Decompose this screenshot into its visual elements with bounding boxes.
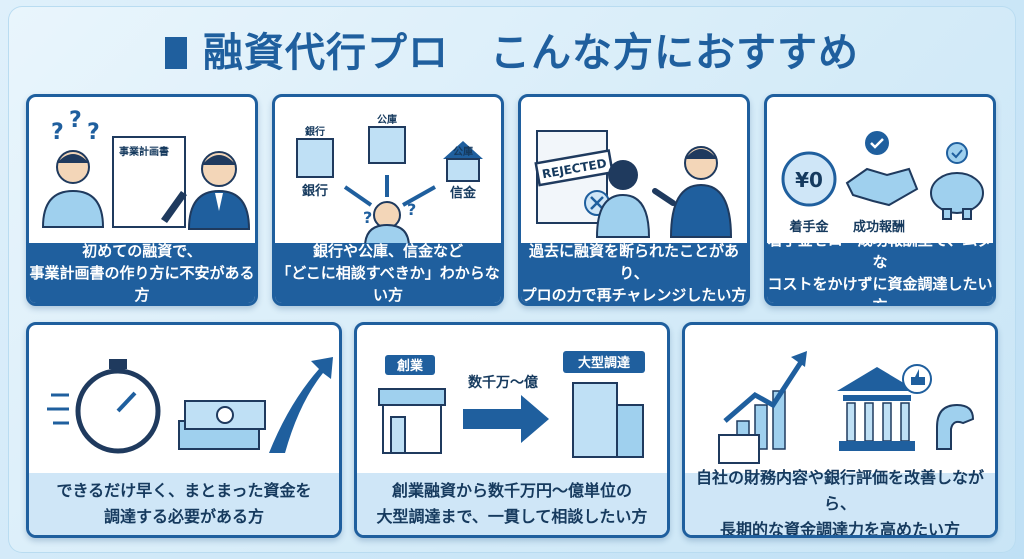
checkmark-icon xyxy=(946,142,968,164)
svg-text:¥0: ¥0 xyxy=(795,168,823,192)
yen-coin-icon: ¥0 着手金 xyxy=(781,151,837,235)
svg-text:大型調達: 大型調達 xyxy=(578,355,630,371)
page-title: 融資代行プロ こんな方におすすめ xyxy=(0,20,1024,78)
advisor-person-icon xyxy=(652,146,733,238)
startup-shop-icon: 創業 xyxy=(378,355,446,454)
thumbs-up-icon xyxy=(902,364,932,394)
amount-label: 数千万〜億 xyxy=(468,374,538,391)
stopwatch-icon xyxy=(75,359,161,454)
right-arrow-icon xyxy=(463,395,549,443)
document-label: 事業計画書 xyxy=(119,145,169,158)
svg-text:公庫: 公庫 xyxy=(377,113,397,126)
bank-building-icon xyxy=(837,367,917,451)
svg-text:銀行: 銀行 xyxy=(302,183,328,199)
piggy-bank-icon xyxy=(930,172,984,220)
card-large-funding: 創業 数千万〜億 大型調達 創業融資から数千万円〜億単位の 大型調達まで、一貫し… xyxy=(354,322,670,538)
arrow-icon xyxy=(343,175,436,207)
card-long-term: 自社の財務内容や銀行評価を改善しながら、 長期的な資金調達力を高めたい方 xyxy=(682,322,998,538)
shinkin-building-icon: 公庫 信金 xyxy=(443,141,483,201)
speed-lines-icon xyxy=(47,393,69,425)
advisor-person-icon xyxy=(187,151,251,230)
question-marks-icon: ?? xyxy=(363,200,416,227)
card-caption: 過去に融資を断られたことがあり、 プロの力で再チャレンジしたい方 xyxy=(521,242,747,304)
svg-text:創業: 創業 xyxy=(396,358,424,374)
checkmark-icon xyxy=(865,131,889,155)
thinking-person-icon xyxy=(363,201,411,247)
card-rechallenge: REJECTED 過去に融資を断られたことがあり、 プロの力で再チャレンジしたい… xyxy=(518,94,750,306)
svg-text:?: ? xyxy=(407,200,416,219)
card-caption: 初めての融資で、 事業計画書の作り方に不安がある方 xyxy=(29,242,255,304)
svg-text:?: ? xyxy=(51,120,64,145)
card-where-to-consult: 銀行 銀行 公庫 公庫 信金 ?? xyxy=(272,94,504,306)
card-caption: 創業融資から数千万円〜億単位の 大型調達まで、一貫して相談したい方 xyxy=(357,473,667,535)
card-caption: 着手金ゼロ・成功報酬型で、ムダな コストをかけずに資金調達したい方 xyxy=(767,231,993,306)
card-caption: 銀行や公庫、信金など 「どこに相談すべきか」わからない方 xyxy=(275,242,501,304)
growth-chart-icon xyxy=(718,351,807,464)
client-person-icon xyxy=(595,160,651,238)
card-first-loan: ??? 事業計画書 初めての融資で、 事業計画書の作り方に不安がある方 xyxy=(26,94,258,306)
card-caption: 自社の財務内容や銀行評価を改善しながら、 長期的な資金調達力を高めたい方 xyxy=(685,468,995,535)
svg-text:?: ? xyxy=(363,208,372,227)
bank-building-icon: 銀行 銀行 xyxy=(296,125,334,199)
money-stack-icon xyxy=(178,400,266,450)
card-fast-funding: できるだけ早く、まとまった資金を 調達する必要がある方 xyxy=(26,322,342,538)
card-caption: できるだけ早く、まとまった資金を 調達する必要がある方 xyxy=(29,473,339,535)
handshake-icon: 成功報酬 xyxy=(845,167,919,235)
svg-text:銀行: 銀行 xyxy=(305,125,325,138)
business-plan-document-icon: 事業計画書 xyxy=(112,136,187,228)
worried-person-icon xyxy=(41,150,105,228)
title-square-icon xyxy=(165,37,187,69)
svg-text:成功報酬: 成功報酬 xyxy=(853,219,905,235)
svg-text:信金: 信金 xyxy=(450,185,477,201)
flexed-arm-icon xyxy=(936,403,975,450)
large-building-icon: 大型調達 xyxy=(563,351,645,458)
question-marks-icon: ??? xyxy=(51,108,100,145)
rejected-document-icon: REJECTED xyxy=(534,130,614,224)
upward-arrow-icon xyxy=(269,357,333,453)
card-zero-fee: ¥0 着手金 成功報酬 着手金ゼロ・成功報酬型で、ムダな コ xyxy=(764,94,996,306)
svg-text:?: ? xyxy=(87,120,100,145)
svg-text:着手金: 着手金 xyxy=(788,219,829,235)
svg-text:?: ? xyxy=(69,108,82,133)
kouko-building-icon: 公庫 xyxy=(368,113,406,164)
svg-text:公庫: 公庫 xyxy=(453,145,473,158)
